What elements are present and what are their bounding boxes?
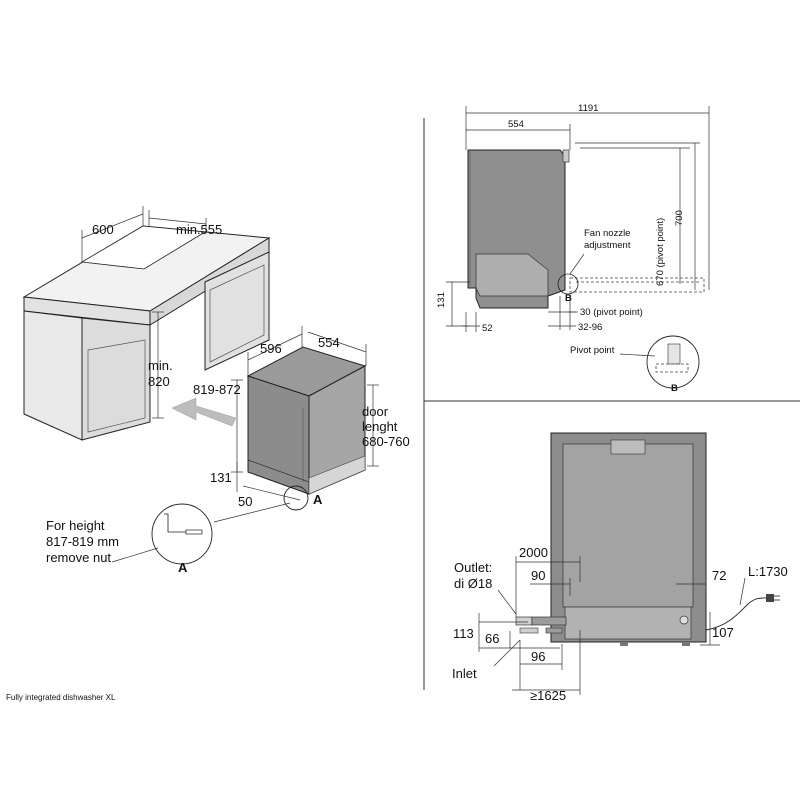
- plinth-height-label: 131: [210, 470, 232, 485]
- dishwasher-unit: [246, 346, 367, 495]
- outlet-label-1: Outlet:: [454, 560, 492, 575]
- dishwasher-dimensions: 596 554 819-872 door lenght 680-760 131 …: [193, 326, 410, 511]
- side-marker-b: B: [565, 293, 572, 304]
- cabinet-height-label-2: 820: [148, 374, 170, 389]
- side-pivot-670-label: 670 (pivot point): [655, 218, 666, 286]
- detail-b: Pivot point B: [570, 335, 700, 394]
- side-range-label: 32-96: [578, 322, 602, 333]
- inlet-height-label: 66: [485, 631, 499, 646]
- cabinet-height-label-1: min.: [148, 358, 173, 373]
- dishwasher-height-label: 819-872: [193, 382, 241, 397]
- detail-a-note-2: 817-819 mm: [46, 534, 119, 549]
- fan-nozzle-label-2: adjustment: [584, 240, 631, 251]
- detail-a-note-1: For height: [46, 518, 105, 533]
- outlet-height-label: 113: [453, 626, 474, 641]
- side-depth-label: 554: [508, 119, 524, 130]
- side-plinth-label: 131: [436, 292, 447, 308]
- side-base-label: 52: [482, 323, 493, 334]
- pivot-point-label: Pivot point: [570, 345, 615, 356]
- detail-a-note-3: remove nut: [46, 550, 111, 565]
- door-length-label-3: 680-760: [362, 434, 410, 449]
- inlet-offset-label: 96: [531, 649, 545, 664]
- hose-length-label: 2000: [519, 545, 548, 560]
- door-length-label-2: lenght: [362, 419, 398, 434]
- plinth-depth-label: 50: [238, 494, 252, 509]
- inlet-hose-length-label: ≥1625: [530, 688, 566, 703]
- side-height-700-label: 700: [674, 210, 685, 226]
- panel-dividers: [423, 118, 800, 690]
- insertion-arrow-icon: [171, 397, 237, 427]
- side-pivot-30-label: 30 (pivot point): [580, 307, 643, 318]
- dishwasher-depth-label: 554: [318, 335, 340, 350]
- side-total-label: 1191: [578, 103, 598, 114]
- detail-a-label: A: [178, 560, 188, 575]
- detail-b-label: B: [671, 383, 678, 394]
- detail-a-marker: A: [313, 492, 323, 507]
- kitchen-cabinet: [22, 225, 271, 441]
- cabinet-width-label: 600: [92, 222, 114, 237]
- cabinet-depth-label: min.555: [176, 222, 222, 237]
- outlet-label-2: di Ø18: [454, 576, 492, 591]
- door-length-label-1: door: [362, 404, 389, 419]
- right-offset-label: 72: [712, 568, 726, 583]
- inlet-label: Inlet: [452, 666, 477, 681]
- cabinet-dimensions: 600 min.555 min. 820: [81, 206, 222, 419]
- cable-height-label: 107: [712, 625, 734, 640]
- cable-length-label: L:1730: [748, 564, 788, 579]
- front-view: Outlet: di Ø18 2000 90 72 L:1730 113 66 …: [452, 432, 788, 703]
- detail-a: For height 817-819 mm remove nut A: [46, 502, 291, 575]
- outlet-offset-label: 90: [531, 568, 545, 583]
- dishwasher-width-label: 596: [260, 341, 282, 356]
- drawing-caption: Fully integrated dishwasher XL: [6, 693, 116, 702]
- side-view: 1191 554 670 (pivot point) 700 Fan nozzl…: [436, 103, 710, 334]
- fan-nozzle-label-1: Fan nozzle: [584, 228, 630, 239]
